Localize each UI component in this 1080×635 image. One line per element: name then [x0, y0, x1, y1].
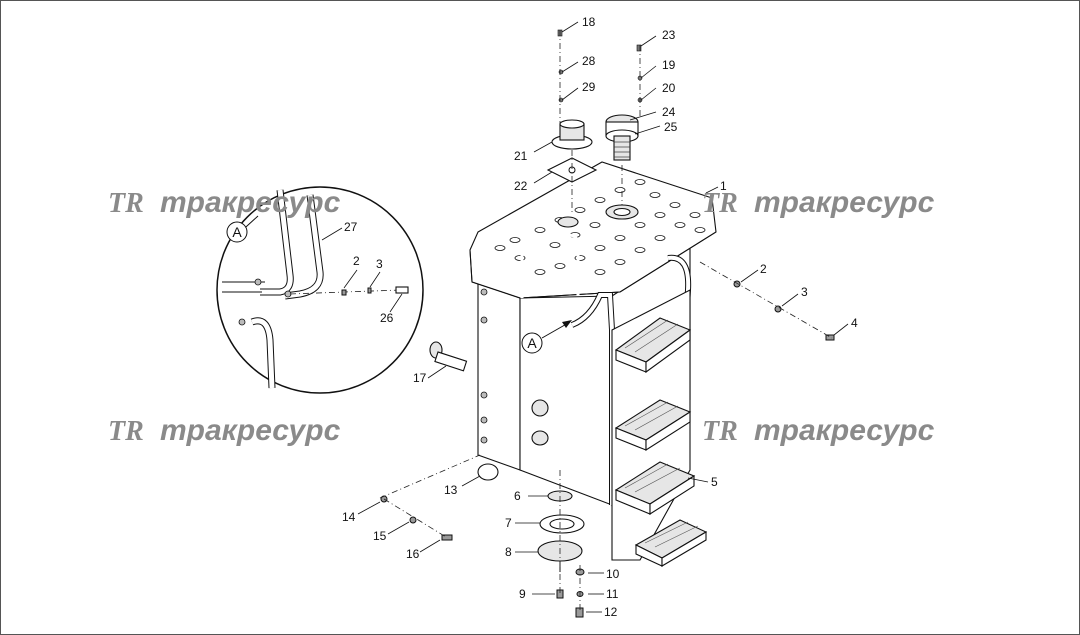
- washer-15: [409, 516, 417, 524]
- watermark-bottom-right: TR тракресурс: [702, 414, 935, 447]
- gasket-22: [546, 157, 598, 183]
- left-side-bolts: [480, 288, 488, 444]
- leader-lines: [321, 21, 849, 613]
- step-upper: [614, 317, 692, 374]
- label-17: 17: [413, 371, 427, 385]
- plug-13: [477, 463, 499, 481]
- callout-a-top: A: [226, 221, 248, 243]
- label-21: 21: [514, 149, 528, 163]
- label-28: 28: [582, 54, 596, 68]
- watermark-top-right: TR тракресурс: [702, 186, 935, 219]
- label-26: 26: [380, 311, 394, 325]
- svg-text:тракресурс: тракресурс: [160, 186, 341, 219]
- part-labels: 18 28 29 23 19 20 24 25 21 22 1 2 3 4 5 …: [342, 15, 858, 619]
- svg-text:TR: TR: [108, 416, 144, 447]
- label-10: 10: [606, 567, 620, 581]
- top-fastener-studs: [557, 29, 643, 103]
- step-lower: [614, 461, 696, 516]
- tank-top-edge: [469, 231, 717, 299]
- label-18: 18: [582, 15, 596, 29]
- label-19: 19: [662, 58, 676, 72]
- side-port-lower: [531, 430, 549, 446]
- detail-a: [216, 186, 424, 394]
- watermark-top-left: TR тракресурс: [108, 186, 341, 219]
- tread-texture: [624, 319, 699, 548]
- label-1: 1: [720, 179, 727, 193]
- label-2-detail: 2: [353, 254, 360, 268]
- watermark-bottom-left: TR тракресурс: [108, 414, 341, 447]
- label-23: 23: [662, 28, 676, 42]
- tank-assembly: [469, 161, 717, 507]
- step-ladder: [611, 289, 708, 567]
- sight-gauge-17: [429, 341, 468, 372]
- label-14: 14: [342, 510, 356, 524]
- cover-8: [537, 540, 583, 572]
- top-plate-holes: [494, 179, 706, 275]
- side-port-upper: [531, 399, 549, 417]
- plug-12: [575, 607, 584, 618]
- svg-text:тракресурс: тракресурс: [754, 186, 935, 219]
- label-3: 3: [801, 285, 808, 299]
- label-8: 8: [505, 545, 512, 559]
- svg-text:TR: TR: [702, 188, 738, 219]
- label-13: 13: [444, 483, 458, 497]
- filler-opening-left: [557, 216, 579, 228]
- label-9: 9: [519, 587, 526, 601]
- svg-text:TR: TR: [108, 188, 144, 219]
- label-27: 27: [344, 220, 358, 234]
- label-6: 6: [514, 489, 521, 503]
- cap-21: [551, 119, 593, 150]
- washer-3: [774, 305, 782, 313]
- svg-text:A: A: [232, 224, 242, 240]
- bolt-16: [441, 534, 453, 541]
- svg-text:A: A: [527, 335, 537, 351]
- label-29: 29: [582, 80, 596, 94]
- label-2: 2: [760, 262, 767, 276]
- label-24: 24: [662, 105, 676, 119]
- svg-text:тракресурс: тракресурс: [754, 414, 935, 447]
- label-22: 22: [514, 179, 528, 193]
- label-11: 11: [606, 587, 619, 601]
- bolt-4: [825, 334, 835, 341]
- label-12: 12: [604, 605, 618, 619]
- svg-text:TR: TR: [702, 416, 738, 447]
- label-16: 16: [406, 547, 420, 561]
- label-20: 20: [662, 81, 676, 95]
- label-3-detail: 3: [376, 257, 383, 271]
- assembly-lines: [379, 30, 833, 612]
- flange-7: [539, 514, 585, 534]
- label-5: 5: [711, 475, 718, 489]
- callout-a-main: A: [521, 320, 572, 354]
- label-4: 4: [851, 316, 858, 330]
- breather-24: [605, 114, 639, 161]
- label-15: 15: [373, 529, 387, 543]
- label-25: 25: [664, 120, 678, 134]
- svg-text:тракресурс: тракресурс: [160, 414, 341, 447]
- label-7: 7: [505, 516, 512, 530]
- filler-opening-inner: [613, 207, 631, 217]
